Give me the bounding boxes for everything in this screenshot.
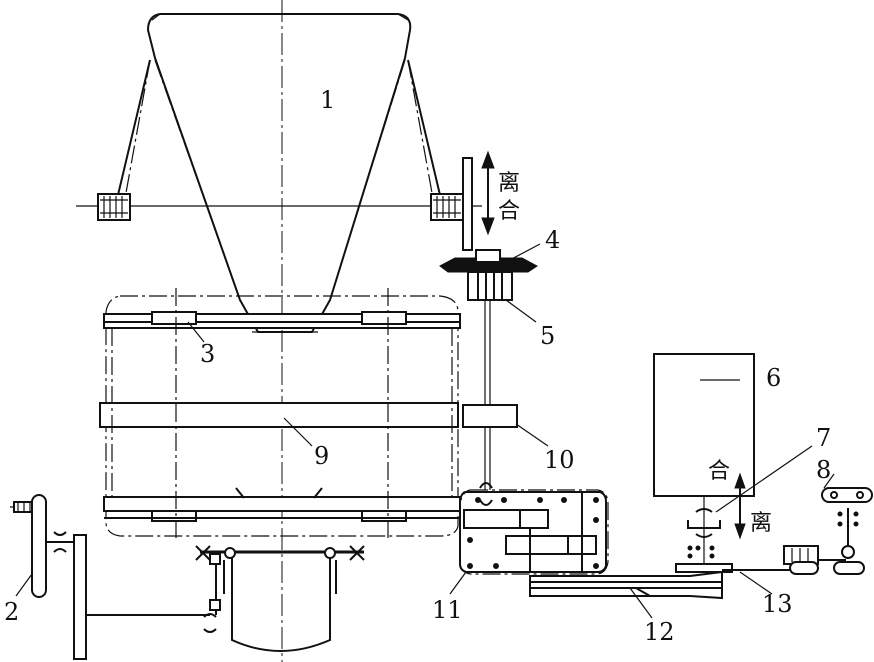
- label-11: 11: [432, 596, 463, 624]
- label-6: 6: [766, 364, 781, 392]
- label-4: 4: [545, 226, 560, 254]
- distributor-drum: [99, 288, 461, 540]
- gearbox-11: [459, 482, 609, 575]
- hoist-ropes: [117, 59, 441, 216]
- label-12: 12: [644, 618, 675, 646]
- label-13: 13: [762, 590, 793, 618]
- lower-chute: [223, 487, 337, 652]
- upper-clutch: [462, 150, 495, 251]
- handwheel-8: [821, 487, 873, 527]
- lower-clutch-engage-label: 合: [708, 459, 730, 484]
- upper-clutch-disengage-label: 离: [498, 171, 520, 196]
- hopper-bell: [146, 13, 412, 333]
- label-8: 8: [816, 456, 831, 484]
- rope-drum-left: [97, 193, 131, 221]
- rope-drum-right: [430, 193, 464, 221]
- leader-lines: [15, 243, 835, 619]
- label-7: 7: [816, 424, 831, 452]
- label-3: 3: [200, 340, 215, 368]
- support-bearings: [195, 545, 365, 633]
- handwheel-2: [10, 494, 210, 660]
- label-9: 9: [314, 442, 329, 470]
- lower-clutch-7: [675, 472, 746, 573]
- label-1: 1: [320, 86, 335, 114]
- component-10: [462, 404, 518, 428]
- label-2: 2: [4, 598, 19, 626]
- label-10: 10: [544, 446, 575, 474]
- label-5: 5: [540, 322, 555, 350]
- shaft-13: [722, 508, 865, 575]
- upper-clutch-engage-label: 合: [498, 199, 520, 224]
- motor-6: [653, 353, 755, 497]
- lower-clutch-disengage-label: 离: [750, 511, 772, 536]
- bevel-gear: [439, 249, 538, 273]
- coupling-5: [467, 271, 513, 301]
- belt-12: [529, 570, 723, 600]
